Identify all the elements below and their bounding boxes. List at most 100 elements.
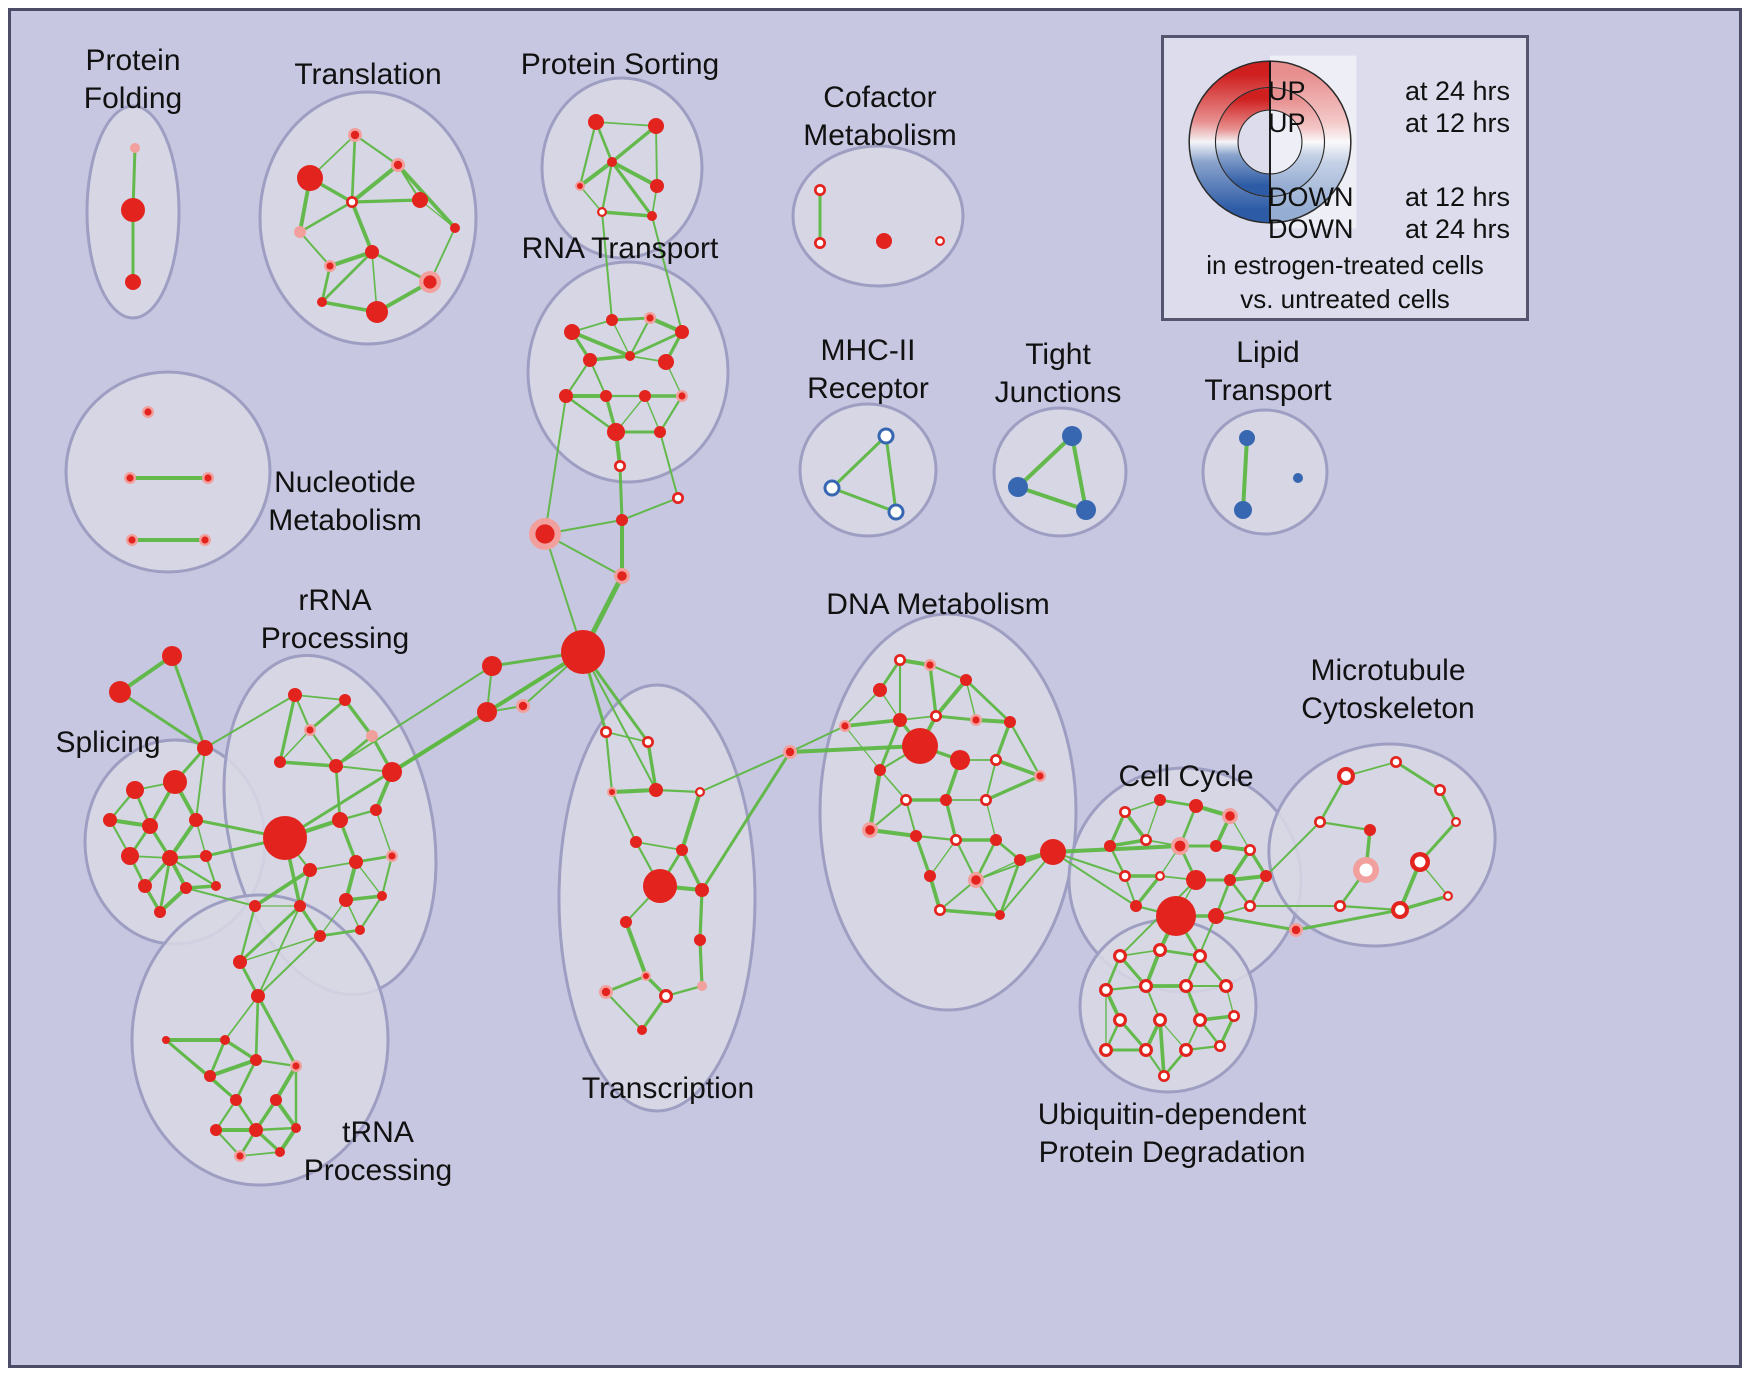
legend-up24-word: UP [1268,76,1306,106]
network-edge [843,718,902,728]
network-edge [1016,434,1074,489]
network-node [1182,982,1190,990]
network-edge [350,133,357,204]
network-edge [1108,838,1148,848]
network-edge [309,861,357,871]
network-node [816,186,824,194]
network-node [393,160,403,170]
network-node [674,494,682,502]
network-node [1453,819,1459,825]
network-edge [582,651,657,791]
network-edge [698,888,704,942]
network-node [1130,900,1142,912]
cluster-ellipse-lt [1201,408,1329,536]
network-node [518,701,528,711]
network-node [1230,1012,1238,1020]
network-node [588,114,604,130]
network-edge [238,904,302,964]
network-edge [118,690,207,750]
network-edge [680,790,702,852]
network-node [263,816,307,860]
network-edge [646,740,658,792]
network-node [662,992,670,1000]
network-edge [1070,434,1088,512]
legend-row-up-24: UP at 24 hrs [1164,76,1526,106]
network-node [1224,874,1236,886]
cluster-ellipse-nm [64,370,272,574]
network-node [865,825,875,835]
legend-down12-word: DOWN [1268,182,1354,212]
network-node [1260,870,1272,882]
network-edge [278,693,297,764]
network-node [583,353,597,367]
network-node [678,392,686,400]
network-edge [319,899,347,937]
network-node [1196,1016,1204,1024]
network-node [314,930,326,942]
network-node [201,536,209,544]
network-node [676,844,688,856]
network-node [204,1070,216,1082]
network-node [1336,902,1344,910]
network-node [370,804,382,816]
network-edge [375,809,393,857]
network-edge [1294,908,1402,932]
network-node [995,910,1005,920]
network-edge [350,198,422,204]
network-edge [164,1038,238,1102]
network-edge [934,678,968,718]
network-edge [635,841,683,851]
network-edge [168,856,218,888]
network-edge [224,995,259,1041]
network-node [339,694,351,706]
network-node [138,879,152,893]
network-node [1004,716,1016,728]
network-node [236,1152,244,1160]
network-edge [257,935,321,997]
network-edge [1145,799,1161,841]
network-edge [938,908,1002,917]
network-node [559,389,573,403]
network-node [1116,1016,1124,1024]
network-node [620,916,632,928]
network-edge [680,848,704,892]
network-edge [1108,810,1127,848]
network-node [1014,854,1026,866]
network-edge [655,125,658,187]
network-node [535,524,555,544]
network-edge [298,904,322,938]
network-edge [621,497,679,521]
network-edge [879,769,907,801]
network-node [887,503,905,521]
network-node [1341,771,1351,781]
cluster-ellipse-tj [992,406,1128,538]
network-edge [610,160,659,188]
network-node [816,239,824,247]
network-edge [984,774,1042,802]
network-edge [564,358,592,398]
network-edge [929,839,957,877]
network-node [960,674,972,686]
network-node [128,536,136,544]
network-edge [610,316,652,322]
network-edge [610,790,638,844]
network-edge [308,728,338,768]
network-edge [577,159,615,189]
cluster-ellipse-cm [791,144,965,288]
network-edge [334,764,342,822]
network-node [649,783,663,797]
network-node [288,688,302,702]
network-node [210,1124,222,1136]
network-node [349,855,363,869]
network-edge [994,720,1012,762]
network-edge [928,663,968,682]
network-node [144,408,152,416]
legend-up24-time: at 24 hrs [1404,76,1510,106]
network-node [564,324,580,340]
